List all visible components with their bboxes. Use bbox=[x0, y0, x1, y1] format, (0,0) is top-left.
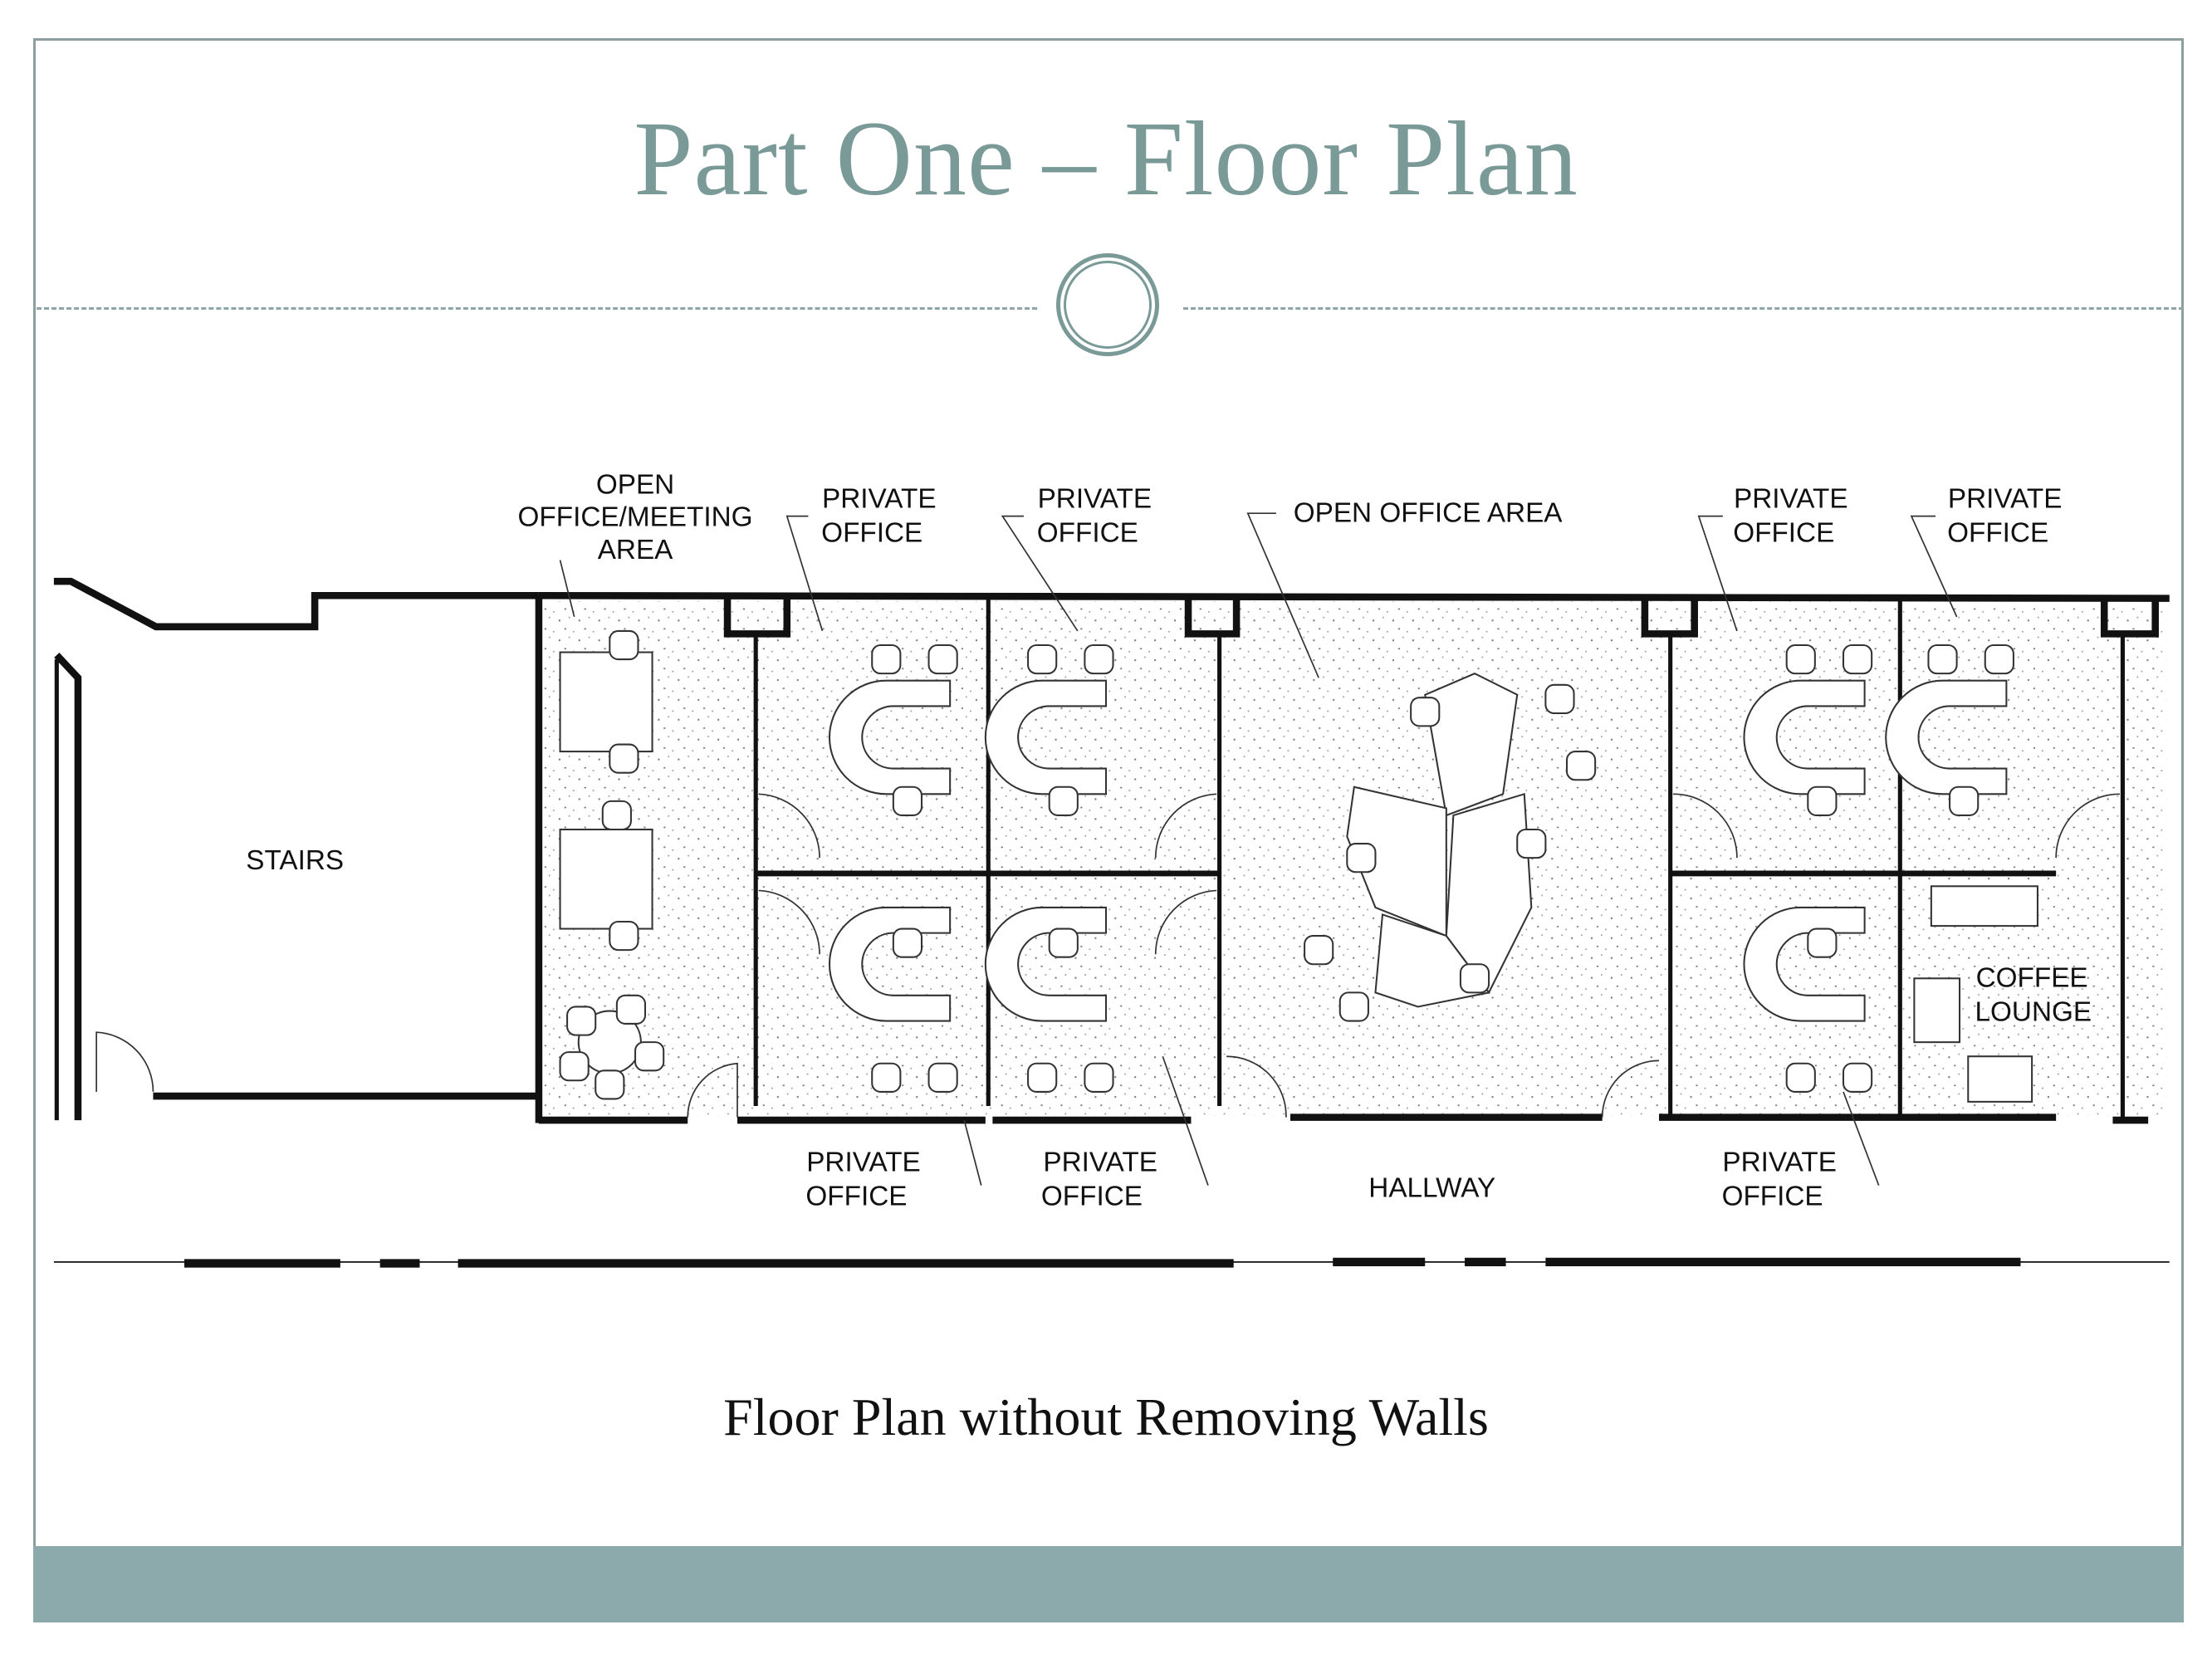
chair bbox=[566, 1006, 597, 1036]
chair bbox=[1048, 785, 1079, 816]
chair bbox=[634, 1041, 665, 1072]
chair bbox=[892, 927, 923, 958]
desk bbox=[984, 679, 1108, 795]
chair bbox=[1807, 927, 1838, 958]
chair bbox=[559, 1051, 590, 1082]
chair bbox=[927, 1062, 958, 1093]
chair bbox=[609, 629, 639, 661]
chair bbox=[1949, 785, 1980, 816]
chair bbox=[1304, 935, 1334, 966]
chair bbox=[1927, 644, 1958, 675]
footer-bar bbox=[33, 1546, 2184, 1622]
lounge-chair bbox=[1913, 977, 1961, 1044]
chair bbox=[615, 994, 647, 1025]
chair bbox=[1027, 1062, 1058, 1093]
chair bbox=[1516, 828, 1547, 859]
chair bbox=[601, 800, 632, 831]
counter bbox=[1930, 885, 2038, 927]
divider-right bbox=[1183, 307, 2184, 310]
meeting-table bbox=[559, 828, 653, 930]
chair bbox=[871, 1062, 902, 1093]
chair bbox=[1346, 843, 1377, 874]
chair bbox=[1807, 785, 1838, 816]
chair bbox=[1410, 697, 1441, 727]
chair bbox=[1785, 644, 1816, 675]
chair bbox=[1084, 644, 1114, 675]
meeting-table bbox=[559, 651, 653, 753]
workstation bbox=[1424, 673, 1519, 817]
divider-left bbox=[37, 307, 1037, 310]
desk bbox=[1743, 906, 1866, 1022]
chair bbox=[1984, 644, 2014, 675]
chair bbox=[595, 1069, 625, 1100]
chair bbox=[1048, 927, 1079, 958]
workstation bbox=[1445, 792, 1533, 995]
chair bbox=[1544, 683, 1575, 714]
desk bbox=[984, 906, 1108, 1022]
desk bbox=[828, 679, 952, 795]
chair bbox=[609, 743, 639, 774]
chair bbox=[1084, 1062, 1114, 1093]
door-swings bbox=[95, 793, 2121, 1118]
lounge-chair bbox=[1967, 1055, 2033, 1103]
divider-circle-ornament bbox=[1056, 253, 1159, 356]
chair bbox=[1459, 963, 1490, 994]
slide-caption: Floor Plan without Removing Walls bbox=[723, 1387, 1489, 1446]
workstation bbox=[1346, 785, 1447, 937]
leader-lines bbox=[559, 512, 1958, 1186]
label-stairs: STAIRS bbox=[246, 845, 344, 876]
slide-title: Part One – Floor Plan bbox=[634, 100, 1578, 218]
desk bbox=[1743, 679, 1866, 795]
furniture bbox=[559, 629, 2038, 1103]
chair bbox=[1338, 991, 1369, 1022]
chair bbox=[871, 644, 902, 675]
walls bbox=[53, 577, 2170, 1268]
desk bbox=[1885, 679, 2008, 795]
label-hallway: HALLWAY bbox=[1368, 1172, 1495, 1203]
chair bbox=[609, 920, 639, 952]
chair bbox=[927, 644, 958, 675]
chair bbox=[1565, 751, 1597, 781]
chair bbox=[1842, 644, 1873, 675]
chair bbox=[1785, 1062, 1816, 1093]
desk bbox=[828, 906, 952, 1022]
chair bbox=[892, 785, 923, 816]
label-open-office-area: OPEN OFFICE AREA bbox=[1294, 497, 1564, 528]
chair bbox=[1842, 1062, 1873, 1093]
chair bbox=[1027, 644, 1058, 675]
